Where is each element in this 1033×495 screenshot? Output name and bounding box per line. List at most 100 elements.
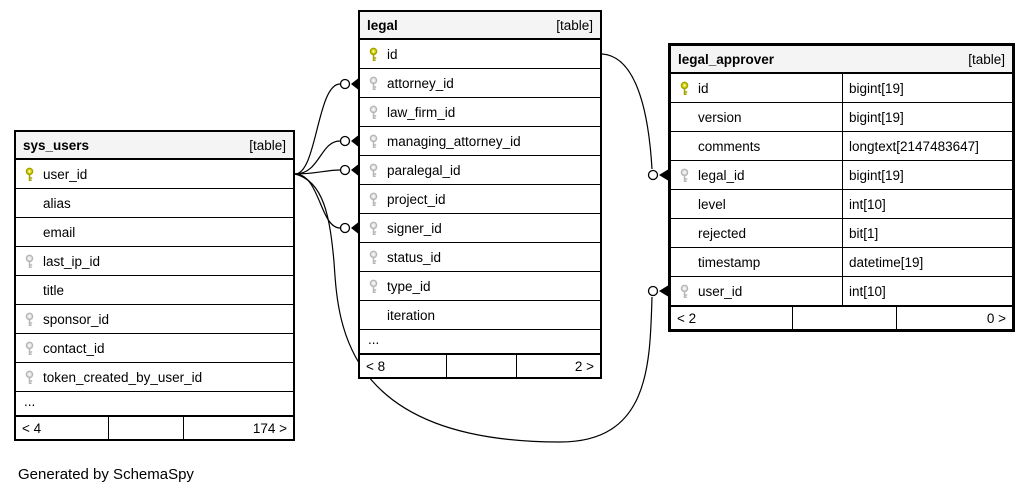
column-row-paralegal-id: paralegal_id	[360, 156, 600, 185]
key-spacer	[24, 196, 35, 211]
relationship-line-paralegal	[294, 169, 341, 175]
column-name: timestamp	[698, 254, 761, 270]
column-row-alias: alias	[16, 189, 293, 218]
cardinality-circle	[339, 222, 351, 234]
column-row-type-id: type_id	[360, 272, 600, 301]
column-type: bigint[19]	[849, 80, 904, 96]
column-type: datetime[19]	[849, 254, 924, 270]
column-type: bigint[19]	[849, 109, 904, 125]
arrowhead-icon	[659, 285, 668, 297]
column-row-status-id: status_id	[360, 243, 600, 272]
column-row-id: id bigint[19]	[671, 74, 1012, 103]
foreign-key-icon	[681, 284, 688, 298]
table-badge: [table]	[249, 137, 286, 153]
relationship-line-managing-attorney	[294, 140, 341, 175]
hidden-columns-ellipsis: ...	[16, 392, 293, 416]
column-name: paralegal_id	[387, 162, 461, 178]
column-name: last_ip_id	[43, 253, 101, 269]
column-name: sponsor_id	[43, 311, 110, 327]
foreign-key-icon	[26, 312, 33, 326]
column-name: alias	[43, 195, 71, 211]
footer-children-count: < 4	[16, 417, 109, 439]
column-row-law-firm-id: law_firm_id	[360, 98, 600, 127]
column-row-signer-id: signer_id	[360, 214, 600, 243]
foreign-key-icon	[370, 279, 377, 293]
table-legal-approver: legal_approver [table] id bigint[19] ver…	[668, 43, 1015, 332]
table-header-legal-approver[interactable]: legal_approver [table]	[671, 46, 1012, 74]
table-title: sys_users	[23, 137, 90, 153]
column-name: project_id	[387, 191, 446, 207]
table-footer: < 8 2 >	[360, 354, 600, 377]
arrowhead-icon	[351, 164, 358, 176]
foreign-key-icon	[370, 76, 377, 90]
table-header-sys-users[interactable]: sys_users [table]	[16, 132, 293, 160]
column-name: user_id	[43, 166, 88, 182]
column-row-comments: comments longtext[2147483647]	[671, 132, 1012, 161]
foreign-key-icon	[370, 163, 377, 177]
column-row-user-id: user_id	[16, 160, 293, 189]
table-title: legal_approver	[678, 51, 775, 67]
table-sys-users: sys_users [table] user_id alias email la…	[14, 130, 295, 441]
key-spacer	[679, 139, 690, 154]
column-row-level: level int[10]	[671, 190, 1012, 219]
column-type: int[10]	[849, 196, 886, 212]
column-row-last-ip-id: last_ip_id	[16, 247, 293, 276]
column-name: id	[387, 46, 398, 62]
column-name: rejected	[698, 225, 747, 241]
primary-key-icon	[681, 81, 688, 95]
column-name: legal_id	[698, 167, 745, 183]
column-type: int[10]	[849, 283, 886, 299]
column-name: id	[698, 80, 709, 96]
column-name: comments	[698, 138, 761, 154]
footer-mid-cell	[447, 355, 517, 377]
key-spacer	[679, 255, 690, 270]
column-name: email	[43, 224, 76, 240]
key-spacer	[679, 226, 690, 241]
column-name: iteration	[387, 307, 436, 323]
relationship-line-legal-id	[601, 53, 653, 170]
column-type: bit[1]	[849, 225, 879, 241]
key-spacer	[24, 225, 35, 240]
foreign-key-icon	[370, 221, 377, 235]
footer-mid-cell	[109, 417, 184, 439]
table-footer: < 4 174 >	[16, 416, 293, 439]
foreign-key-icon	[370, 105, 377, 119]
cardinality-circle	[647, 169, 659, 181]
column-row-id: id	[360, 40, 600, 69]
column-name: contact_id	[43, 340, 105, 356]
column-row-title: title	[16, 276, 293, 305]
arrowhead-icon	[351, 222, 358, 234]
cardinality-circle	[647, 285, 659, 297]
foreign-key-icon	[26, 254, 33, 268]
primary-key-icon	[26, 167, 33, 181]
cardinality-circle	[339, 135, 351, 147]
column-type: bigint[19]	[849, 167, 904, 183]
table-header-legal[interactable]: legal [table]	[360, 12, 600, 40]
column-name: managing_attorney_id	[387, 133, 521, 149]
column-row-iteration: iteration	[360, 301, 600, 330]
table-legal: legal [table] id attorney_id law_firm_id…	[358, 10, 602, 379]
key-spacer	[679, 197, 690, 212]
column-row-contact-id: contact_id	[16, 334, 293, 363]
table-footer: < 2 0 >	[671, 306, 1012, 329]
table-badge: [table]	[556, 17, 593, 33]
foreign-key-icon	[26, 370, 33, 384]
column-row-timestamp: timestamp datetime[19]	[671, 248, 1012, 277]
footer-parents-count: 174 >	[252, 420, 287, 436]
footer-parents-count: 2 >	[574, 358, 594, 374]
column-name: token_created_by_user_id	[43, 369, 203, 385]
column-name: signer_id	[387, 220, 442, 236]
column-name: status_id	[387, 249, 442, 265]
column-row-legal-id: legal_id bigint[19]	[671, 161, 1012, 190]
column-type: longtext[2147483647]	[849, 138, 979, 154]
footer-children-count: < 8	[360, 355, 447, 377]
footer-children-count: < 2	[671, 307, 793, 329]
hidden-columns-ellipsis: ...	[360, 330, 600, 354]
key-spacer	[679, 110, 690, 125]
relationship-line-attorney	[294, 83, 341, 175]
foreign-key-icon	[370, 134, 377, 148]
generated-by-caption: Generated by SchemaSpy	[18, 466, 194, 483]
column-row-attorney-id: attorney_id	[360, 69, 600, 98]
arrowhead-icon	[659, 169, 668, 181]
